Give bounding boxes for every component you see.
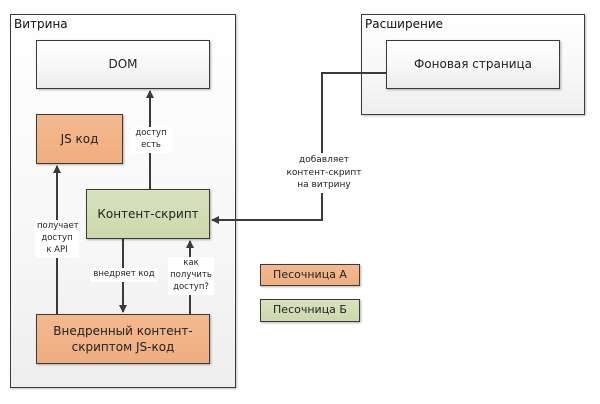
edge-label-access-line2: есть xyxy=(141,139,161,150)
content-script-label: Контент-скрипт xyxy=(97,206,199,221)
edge-label-adds-line1: добавляет xyxy=(298,155,350,165)
edge-label-adds-content-script: добавляет контент-скрипт на витрину xyxy=(283,153,365,193)
dom-node: DOM xyxy=(36,40,210,89)
edge-label-injects-text: внедряет код xyxy=(93,269,155,279)
edge-label-how-line1: как xyxy=(183,258,199,268)
js-code-node: JS код xyxy=(36,114,123,164)
injected-code-label-line2: скриптом JS-код xyxy=(71,340,175,354)
content-script-node: Контент-скрипт xyxy=(86,189,210,239)
edge-label-adds-line2: контент-скрипт xyxy=(286,167,362,178)
background-page-label: Фоновая страница xyxy=(413,57,533,72)
edge-label-access-line1: доступ xyxy=(135,128,167,138)
legend-sandbox-a-label: Песочница А xyxy=(273,267,347,281)
edge-background-to-content-script xyxy=(211,72,386,224)
injected-code-node: Внедренный контент- скриптом JS-код xyxy=(36,314,210,364)
edge-label-adds-line3: на витрину xyxy=(297,180,351,191)
edge-label-api-line3: к API xyxy=(46,244,68,255)
edge-label-how-line3: доступ? xyxy=(173,281,209,292)
showcase-title: Витрина xyxy=(14,17,68,31)
injected-code-label-line1: Внедренный контент- xyxy=(53,323,193,338)
js-code-label: JS код xyxy=(60,131,99,146)
dom-label: DOM xyxy=(108,57,138,72)
edge-label-api-line1: получает xyxy=(37,221,79,231)
edge-label-how-line2: получить xyxy=(170,269,212,280)
edge-label-access: доступ есть xyxy=(130,127,172,153)
background-page-node: Фоновая страница xyxy=(386,40,560,89)
edge-label-api-line2: доступ xyxy=(41,232,73,243)
legend-sandbox-b-label: Песочница Б xyxy=(273,303,347,317)
edge-label-how-access: как получить доступ? xyxy=(168,257,214,295)
legend-sandbox-b: Песочница Б xyxy=(260,299,360,322)
extension-title: Расширение xyxy=(365,17,443,31)
edge-label-api-access: получает доступ к API xyxy=(35,220,79,258)
edge-label-injects: внедряет код xyxy=(90,268,158,282)
legend-sandbox-a: Песочница А xyxy=(260,264,360,286)
